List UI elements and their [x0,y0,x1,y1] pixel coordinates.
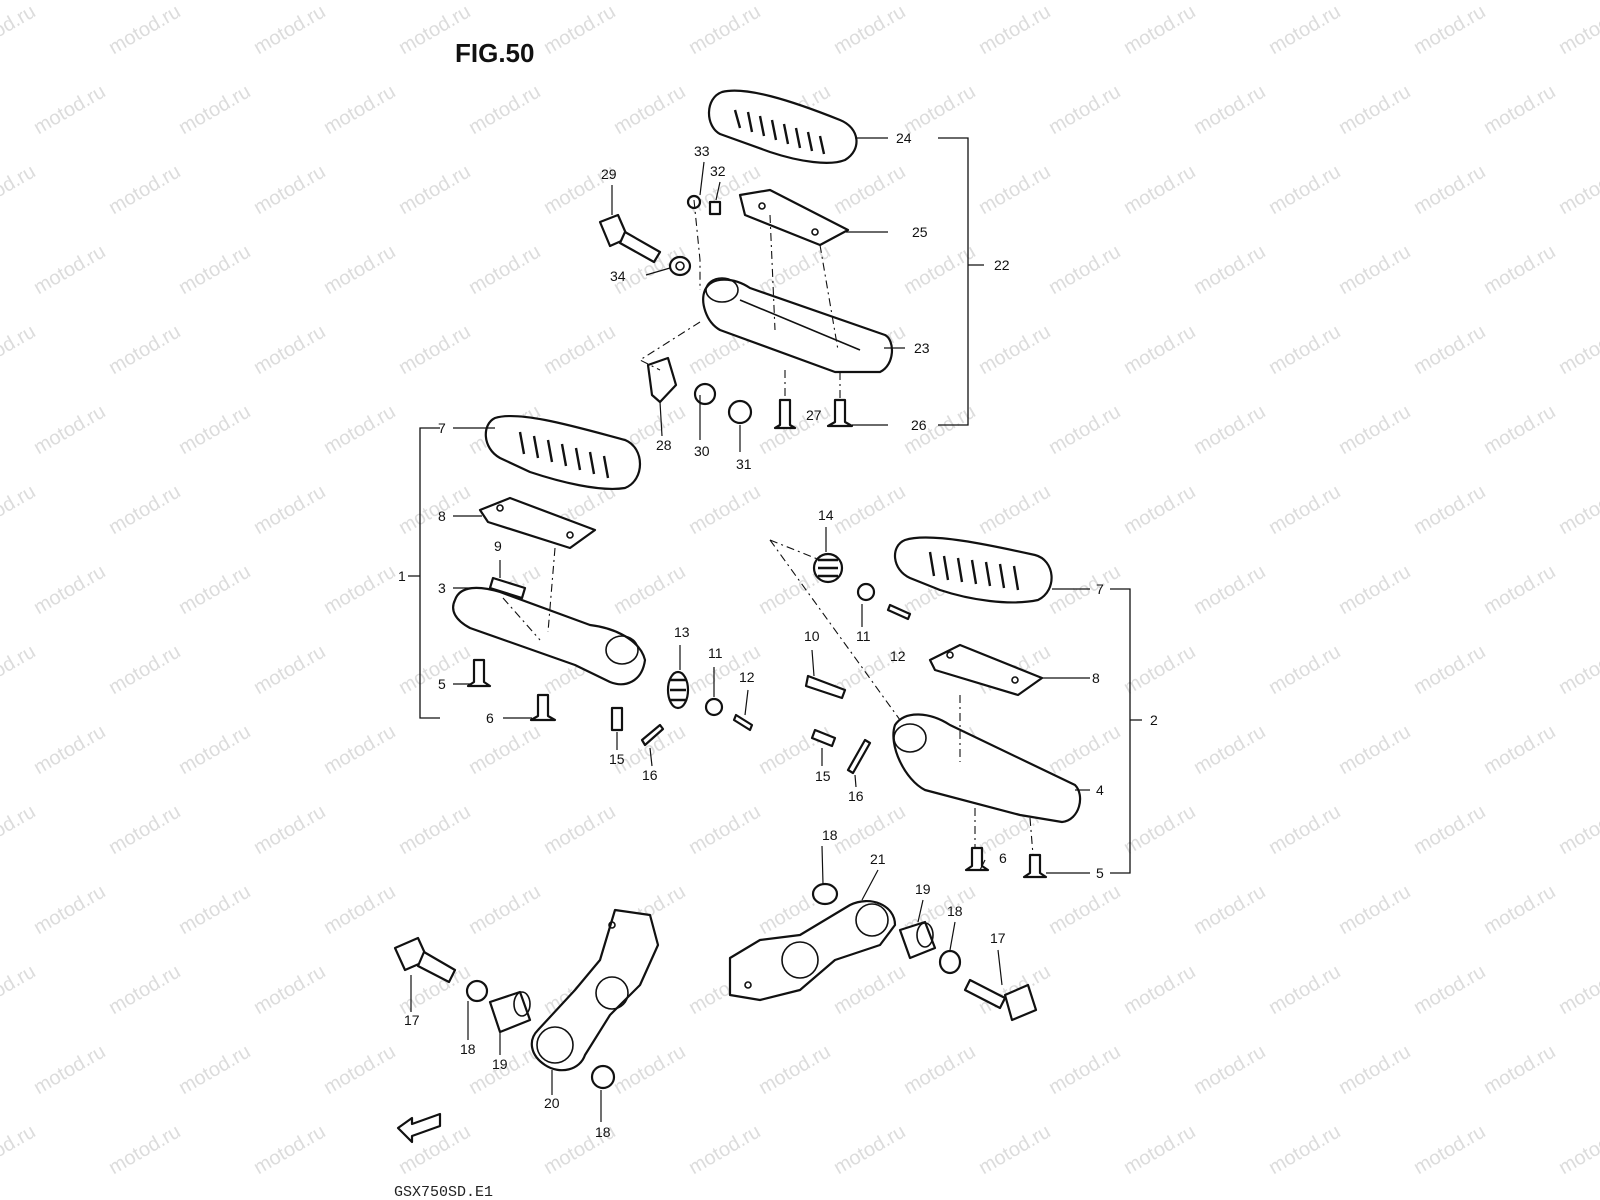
callout-8-left: 8 [438,508,446,524]
callout-15-right: 15 [815,768,831,784]
part-24-footrest-rubber [707,89,858,164]
part-8-footrest-plate-right [928,643,1044,697]
part-12-cotter-pin-right [886,603,912,621]
callout-3: 3 [438,580,446,596]
callout-16-right: 16 [848,788,864,804]
part-7-footrest-rubber-left [484,414,641,490]
part-13-return-spring [666,670,690,710]
callout-18-bottom: 18 [595,1124,611,1140]
part-28-clip [646,356,678,404]
callout-11-right: 11 [856,628,871,644]
callout-1: 1 [398,568,406,584]
callout-19-left: 19 [492,1056,508,1072]
callout-15-left: 15 [609,751,625,767]
part-4-footrest-bracket-right [892,713,1082,824]
callout-5-right: 5 [1096,865,1104,881]
part-26-screw [826,398,854,428]
callout-34: 34 [610,268,626,284]
part-20-footrest-holder-left [530,908,660,1072]
part-9-pin [488,576,527,600]
part-23-footrest-bracket [702,277,893,374]
part-32-spring [708,200,722,216]
part-18-washer-d [938,949,962,975]
callout-30: 30 [694,443,710,459]
part-10-pin [804,674,847,700]
part-18-washer-c [811,882,839,906]
part-17-bolt-left [393,936,457,984]
callout-25: 25 [912,224,928,240]
callout-11-left: 11 [708,645,723,661]
part-19-bushing-right [898,920,937,960]
part-25-footrest-plate [738,188,850,247]
callout-19-right: 19 [915,881,931,897]
part-5-screw-right [1022,853,1048,879]
callout-14: 14 [818,507,834,523]
part-3-footrest-bracket-left [452,586,647,686]
part-29-bolt [598,213,662,264]
callout-20: 20 [544,1095,560,1111]
callout-22: 22 [994,257,1010,273]
callout-8-right: 8 [1092,670,1100,686]
callout-4: 4 [1096,782,1104,798]
part-14-return-spring [812,552,844,584]
part-8-footrest-plate-left [478,496,597,550]
callout-33: 33 [694,143,710,159]
model-code: GSX750SD.E1 [394,1184,494,1200]
callout-13: 13 [674,624,690,640]
part-34-washer [668,255,692,277]
callout-10: 10 [804,628,820,644]
part-11-washer-right [856,582,876,602]
callout-23: 23 [914,340,930,356]
part-12-cotter-pin-left [732,713,754,732]
figure-title: FIG.50 [455,38,535,68]
callout-2: 2 [1150,712,1158,728]
callout-9: 9 [494,538,502,554]
part-16-cotter-pin-right [846,738,872,775]
callout-16-left: 16 [642,767,658,783]
part-6-screw-left [529,693,557,722]
callout-21: 21 [870,851,886,867]
front-direction-arrow-icon [396,1112,442,1144]
part-18-washer-b [590,1064,616,1090]
callout-5-left: 5 [438,676,446,692]
part-17-bolt-right [963,978,1038,1022]
part-31-nut [727,399,753,425]
callout-27: 27 [806,407,822,423]
callout-6-right: 6 [999,850,1007,866]
callout-29: 29 [601,166,617,182]
callout-17-left: 17 [404,1012,420,1028]
part-15-pin-left [610,706,624,732]
part-7-footrest-rubber-right [894,536,1053,604]
callout-17-right: 17 [990,930,1006,946]
part-19-bushing-left [488,990,532,1034]
callout-7-right: 7 [1096,581,1104,597]
callout-31: 31 [736,456,752,472]
callout-12-right: 12 [890,648,906,664]
callout-24: 24 [896,130,912,146]
part-27-screw [773,398,797,430]
callout-6-left: 6 [486,710,494,726]
part-16-cotter-pin-left [640,723,665,747]
part-30-washer [693,382,717,406]
part-6-screw-right [964,846,990,872]
callout-7-left: 7 [438,420,446,436]
part-5-screw-left [466,658,492,688]
part-21-footrest-holder-right [728,900,897,1002]
callout-26: 26 [911,417,927,433]
callout-18-right: 18 [947,903,963,919]
callout-18-left: 18 [460,1041,476,1057]
part-15-pin-right [810,728,837,748]
callout-32: 32 [710,163,726,179]
part-18-washer-a [465,979,489,1003]
callout-18-top: 18 [822,827,838,843]
callout-28: 28 [656,437,672,453]
callout-12-left: 12 [739,669,755,685]
part-11-washer-left [704,697,724,717]
